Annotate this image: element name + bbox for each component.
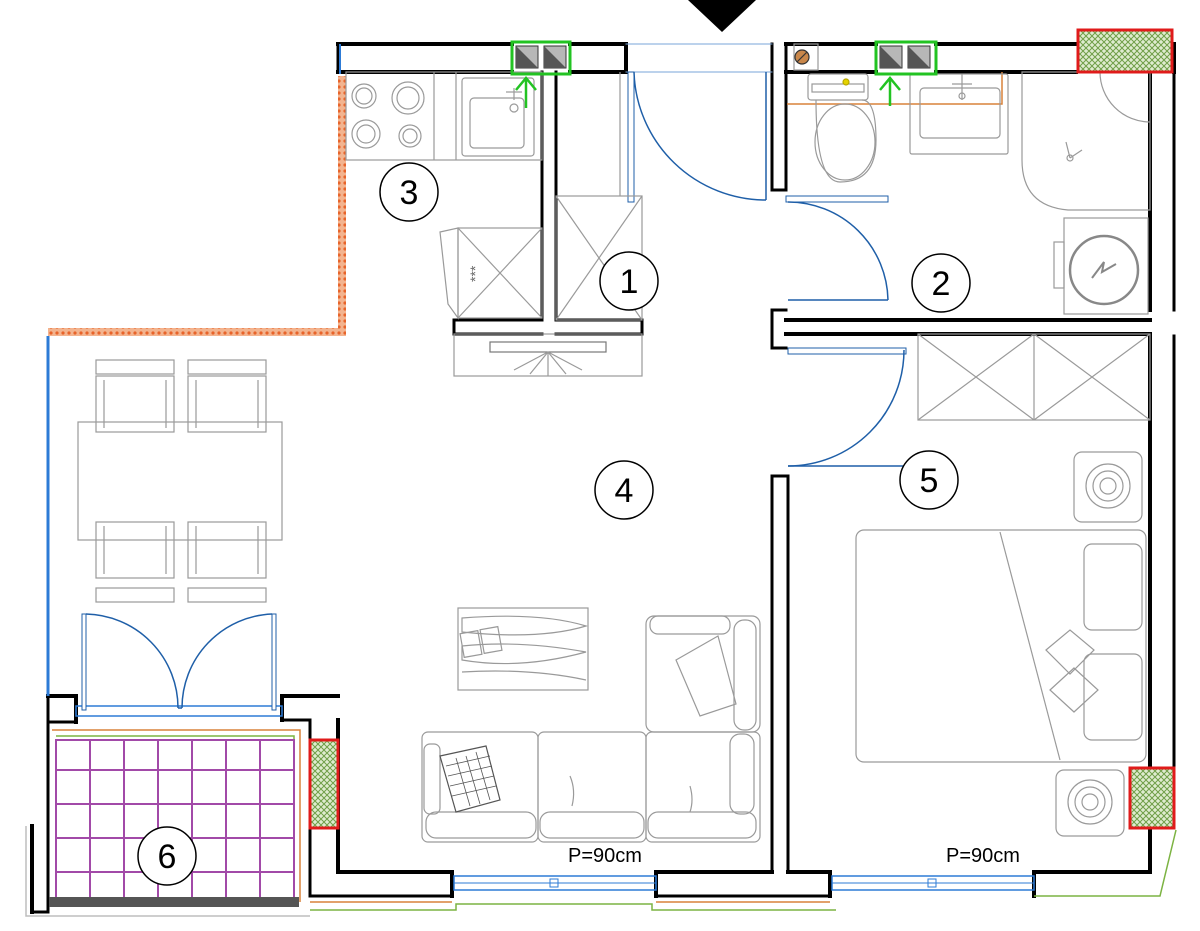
kitchen-counter xyxy=(345,71,543,161)
insulation-walls xyxy=(48,76,346,336)
room-5-label: 5 xyxy=(899,450,959,510)
radiator-bedroom xyxy=(1128,766,1176,830)
washing-machine-icon xyxy=(1053,217,1149,315)
sill-height-bedroom: P=90cm xyxy=(946,845,1020,867)
balcony-floor-grid xyxy=(49,739,299,907)
hob-mark: *** xyxy=(467,265,483,282)
coffee-table xyxy=(457,607,589,691)
room-4-label: 4 xyxy=(594,460,654,520)
furniture xyxy=(77,43,1151,843)
entrance-arrow-icon xyxy=(688,0,756,32)
room-1-label: 1 xyxy=(599,251,659,311)
radiators xyxy=(308,28,1176,830)
glazing xyxy=(46,44,1035,891)
room-2-number: 2 xyxy=(932,265,951,303)
room-labels: 1 2 3 4 5 6 xyxy=(137,162,971,886)
room-5-number: 5 xyxy=(920,462,939,500)
sill-height-living: P=90cm xyxy=(568,845,642,867)
bed xyxy=(855,529,1147,763)
shower-icon xyxy=(1021,71,1151,211)
room-1-number: 1 xyxy=(620,263,639,301)
sofa xyxy=(421,615,761,843)
dining-table xyxy=(77,421,283,541)
room-3-number: 3 xyxy=(400,174,419,212)
dining-chairs xyxy=(95,359,267,603)
ventilation-grilles xyxy=(510,40,938,108)
sink-icon xyxy=(461,77,535,157)
room-4-number: 4 xyxy=(615,472,634,510)
room-2-label: 2 xyxy=(911,253,971,313)
hob-icon xyxy=(351,81,425,149)
room-6-number: 6 xyxy=(158,838,177,876)
vent-kitchen-icon xyxy=(510,40,572,108)
washbasin-icon xyxy=(909,73,1009,155)
radiator-balcony xyxy=(308,738,340,830)
doors xyxy=(81,71,907,711)
radiator-top-right xyxy=(1076,28,1174,74)
room-3-label: 3 xyxy=(379,162,439,222)
toilet-icon xyxy=(807,73,877,183)
vent-bathroom-icon xyxy=(874,40,938,106)
room-6-label: 6 xyxy=(137,826,197,886)
